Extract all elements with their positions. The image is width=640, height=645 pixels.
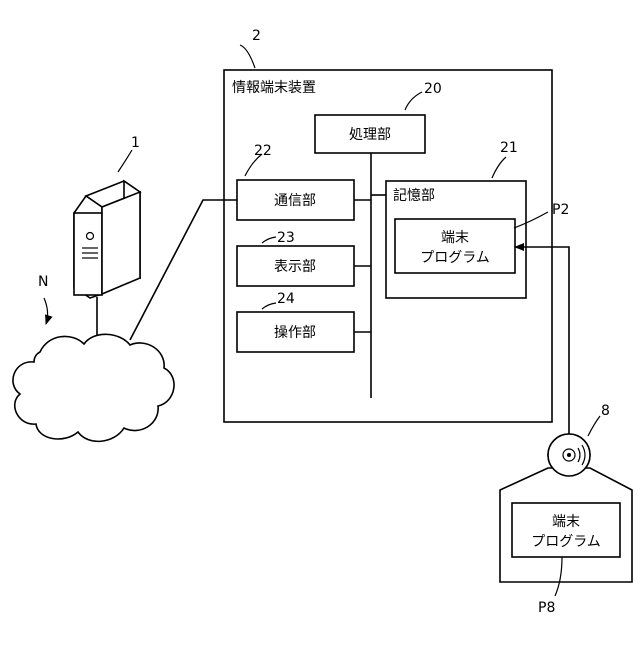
terminal-device-leader <box>240 45 255 68</box>
terminal-program-p2-ref: P2 <box>552 202 569 218</box>
display-unit-ref: 23 <box>277 230 295 246</box>
terminal-program-p2-line2: プログラム <box>420 250 490 266</box>
terminal-program-p8-line2: プログラム <box>531 534 601 550</box>
display-unit-label: 表示部 <box>274 259 316 275</box>
server-icon <box>74 181 140 298</box>
operation-unit-label: 操作部 <box>274 325 316 341</box>
processing-unit-ref: 20 <box>424 81 442 97</box>
storage-unit-label: 記憶部 <box>393 187 435 204</box>
network-connection-line <box>130 200 237 340</box>
terminal-device-title: 情報端末装置 <box>232 80 316 96</box>
communication-unit-label: 通信部 <box>274 193 316 209</box>
network-ref-arrow <box>44 298 48 324</box>
medium-ref: 8 <box>601 403 610 419</box>
storage-unit-ref: 21 <box>500 140 518 156</box>
terminal-program-p8-line1: 端末 <box>552 514 580 530</box>
network-ref: N <box>38 274 48 290</box>
terminal-program-p8-ref: P8 <box>538 600 555 616</box>
terminal-program-p2-line1: 端末 <box>441 230 469 246</box>
terminal-device-ref: 2 <box>252 28 261 44</box>
network-cloud-icon <box>13 334 174 441</box>
server-ref: 1 <box>131 135 140 151</box>
operation-unit-ref: 24 <box>277 291 295 307</box>
processing-unit-label: 処理部 <box>349 127 391 143</box>
communication-unit-ref: 22 <box>254 143 272 159</box>
medium-leader <box>588 416 600 436</box>
server-leader <box>118 150 132 172</box>
